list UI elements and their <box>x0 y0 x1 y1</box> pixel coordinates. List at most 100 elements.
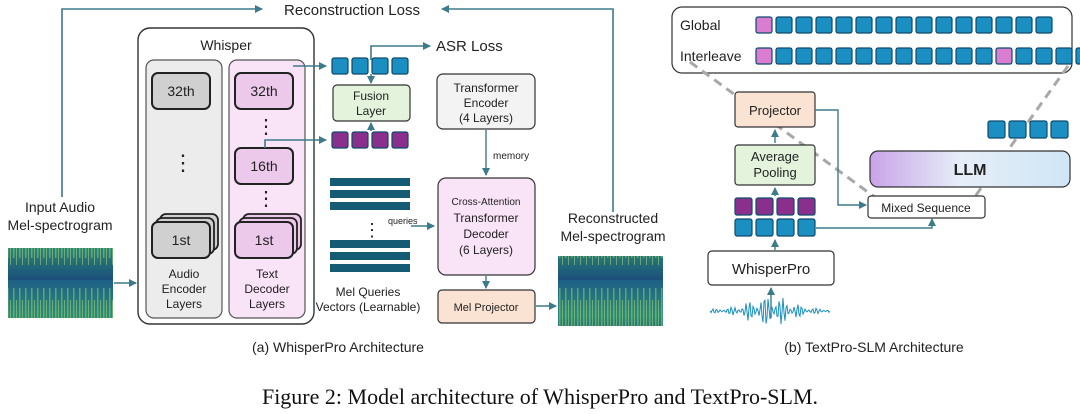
whisper-title: Whisper <box>200 37 252 53</box>
teal-token <box>797 218 816 237</box>
arrow-tokens-to-mixed <box>816 218 936 229</box>
reconstructed-label-1: Reconstructed <box>568 210 658 226</box>
sequence-token <box>915 16 933 34</box>
mixed-sequence-label: Mixed Sequence <box>881 201 971 215</box>
audio-layer-32th-label: 32th <box>167 83 194 99</box>
cross-attention-label-1: Cross-Attention <box>452 197 521 208</box>
figure-caption: Figure 2: Model architecture of WhisperP… <box>262 384 818 409</box>
mel-query-bar <box>330 202 410 210</box>
mel-query-bar <box>330 178 410 186</box>
sequence-token <box>755 16 773 34</box>
sequence-token <box>1075 47 1080 65</box>
teal-token-row <box>331 57 409 75</box>
teal-token <box>776 218 795 237</box>
teal-token <box>331 57 349 75</box>
text-layer-1st-label: 1st <box>255 232 274 248</box>
average-pooling-box <box>734 144 816 186</box>
cross-attention-label-3: Decoder <box>463 227 508 241</box>
text-caption-1: Text <box>256 267 279 281</box>
sequence-token <box>795 16 813 34</box>
queries-label: queries <box>388 216 418 226</box>
text-layer-32th-label: 32th <box>250 83 277 99</box>
sequence-token <box>935 47 953 65</box>
sequence-token <box>895 16 913 34</box>
audio-layer-32th <box>151 72 211 110</box>
global-label: Global <box>680 17 720 33</box>
interleave-sequence <box>755 47 1080 65</box>
sequence-token <box>815 47 833 65</box>
audio-caption-3: Layers <box>166 297 202 311</box>
llm-box <box>869 150 1071 188</box>
transformer-encoder-box <box>436 73 536 130</box>
teal-token <box>391 57 409 75</box>
mel-query-bar <box>330 264 410 272</box>
sequence-token <box>1035 47 1053 65</box>
mel-query-vectors <box>330 178 410 272</box>
transformer-encoder-label-2: Encoder <box>464 96 509 110</box>
output-token <box>1008 120 1027 139</box>
mixed-sequence-box <box>867 195 986 219</box>
sequence-token <box>795 47 813 65</box>
text-layer-32th <box>234 72 294 110</box>
text-layer-1st-stack <box>234 213 302 259</box>
audio-layer-1st-label: 1st <box>172 232 191 248</box>
mel-projector-box <box>437 289 536 324</box>
sequence-token <box>975 16 993 34</box>
reconstruction-loss-label: Reconstruction Loss <box>284 2 420 19</box>
reconstructed-label-2: Mel-spectrogram <box>560 228 665 244</box>
teal-token <box>755 218 774 237</box>
mel-query-bar <box>330 240 410 248</box>
text-layer-16th <box>234 147 294 185</box>
audio-caption-2: Encoder <box>162 282 207 296</box>
mel-queries-label-2: Vectors (Learnable) <box>316 300 421 314</box>
output-token <box>987 120 1006 139</box>
purple-token <box>351 131 369 149</box>
output-token <box>1029 120 1048 139</box>
teal-token <box>371 57 389 75</box>
sequence-token <box>1015 47 1033 65</box>
sequence-token <box>835 16 853 34</box>
global-sequence <box>755 16 1053 34</box>
text-layer-dots-upper: ⋮ <box>256 116 276 138</box>
audio-layer-dots: ⋮ <box>172 150 194 175</box>
purple-token <box>776 197 795 216</box>
average-pooling-label-1: Average <box>751 149 799 164</box>
arrow-16th-to-tokens <box>264 136 327 148</box>
purple-token-row <box>331 131 409 149</box>
input-spectrogram <box>8 248 113 318</box>
sequence-token <box>955 47 973 65</box>
purple-token <box>371 131 389 149</box>
text-layer-dots-lower: ⋮ <box>256 188 276 210</box>
arrow-to-asr-loss <box>370 42 431 60</box>
sequence-token <box>1015 16 1033 34</box>
input-audio-label-2: Mel-spectrogram <box>7 217 112 233</box>
sequence-token <box>855 16 873 34</box>
text-caption-3: Layers <box>249 297 285 311</box>
sequence-token <box>975 47 993 65</box>
fusion-layer-label-1: Fusion <box>353 89 389 103</box>
llm-label: LLM <box>954 162 987 179</box>
purple-token <box>797 197 816 216</box>
mel-query-bar <box>330 190 410 198</box>
average-pooling-label-2: Pooling <box>753 165 796 180</box>
transformer-encoder-label-1: Transformer <box>454 81 519 95</box>
sequence-token <box>995 47 1013 65</box>
audio-waveform-icon <box>709 297 831 325</box>
sequence-token <box>995 16 1013 34</box>
audio-layer-1st-stack <box>151 213 219 259</box>
mel-queries-label-1: Mel Queries <box>336 285 401 299</box>
whisperpro-label: WhisperPro <box>732 261 810 278</box>
cross-attention-decoder-box <box>437 177 536 276</box>
transformer-encoder-label-3: (4 Layers) <box>459 111 513 125</box>
fusion-layer-label-2: Layer <box>356 104 386 118</box>
purple-token <box>755 197 774 216</box>
projector-label: Projector <box>749 103 802 118</box>
memory-label: memory <box>493 151 529 162</box>
teal-token <box>351 57 369 75</box>
sequence-token <box>915 47 933 65</box>
sequence-token <box>855 47 873 65</box>
reconstruction-loss-loop <box>61 5 614 212</box>
purple-token <box>734 197 753 216</box>
interleave-label: Interleave <box>680 48 742 64</box>
